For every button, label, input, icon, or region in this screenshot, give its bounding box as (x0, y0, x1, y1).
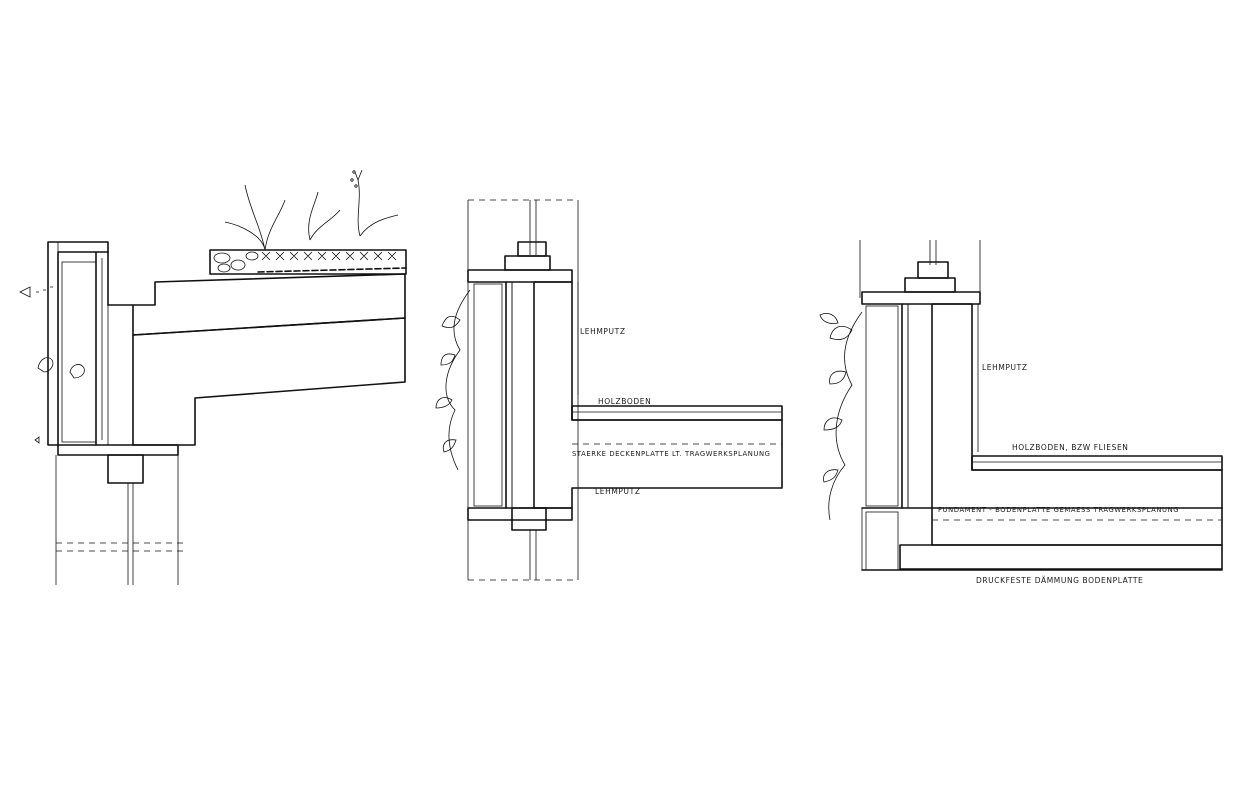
green-roof-substrate (209, 249, 407, 275)
detail-roof-eave (19, 169, 407, 585)
wall-head-beam (861, 291, 981, 305)
detail-wall-foundation: LEHMPUTZ HOLZBODEN, BZW FLIESEN FUNDAMEN… (819, 240, 1223, 585)
wall-insulation (907, 303, 933, 509)
wall-insulation (511, 281, 535, 509)
floor-finish (971, 455, 1223, 471)
label-deckenplatte: STAERKE DECKENPLATTE LT. TRAGWERKSPLANUN… (572, 450, 771, 458)
label-fundament: FUNDAMENT - BODENPLATTE GEMAESS TRAGWERK… (938, 506, 1179, 514)
bird-icon (37, 357, 85, 379)
label-lehmputz-top: LEHMPUTZ (580, 327, 626, 336)
label-lehmputz: LEHMPUTZ (982, 363, 1028, 372)
label-holzboden-fliesen: HOLZBODEN, BZW FLIESEN (1012, 443, 1129, 452)
plant-sketch (435, 289, 471, 471)
plant-sketch (819, 311, 863, 521)
label-holzboden: HOLZBODEN (598, 397, 651, 406)
wall-insulation (107, 304, 134, 446)
stone-cladding (61, 261, 97, 443)
wall-head-beam (467, 269, 573, 283)
label-daemmung: DRUCKFESTE DÄMMUNG BODENPLATTE (976, 576, 1143, 585)
roof-slab (132, 317, 406, 446)
wood-floor (571, 405, 783, 421)
slab-insulation (899, 544, 1223, 570)
stone-cladding (865, 305, 899, 507)
plant-sketch (224, 169, 399, 251)
stone-cladding (473, 283, 503, 507)
detail-wall-floor: LEHMPUTZ HOLZBODEN STAERKE DECKENPLATTE … (435, 199, 783, 581)
parapet-cap (47, 241, 109, 446)
roof-insulation (107, 273, 406, 336)
label-lehmputz-bottom: LEHMPUTZ (595, 487, 641, 496)
wall-and-slab (533, 281, 783, 509)
airflow-arrow-icon (19, 286, 53, 444)
window-head (57, 444, 179, 456)
